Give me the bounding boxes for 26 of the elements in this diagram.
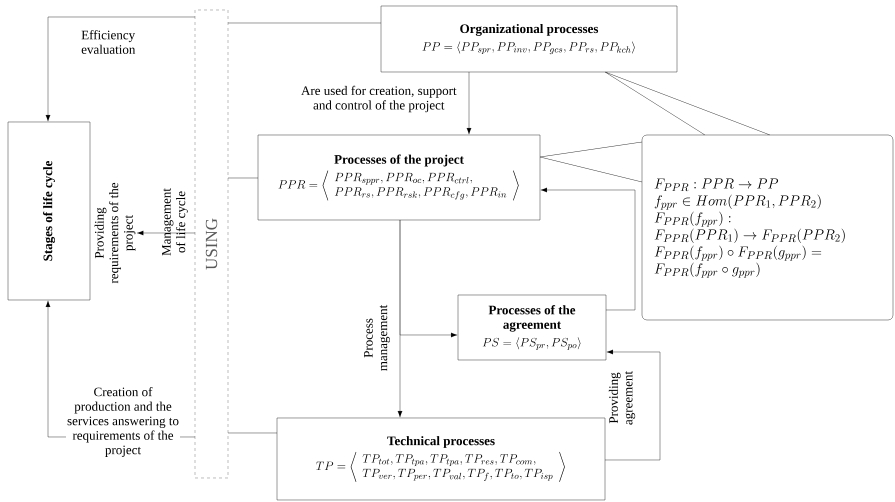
connector-line — [604, 72, 706, 136]
formula-box: $\begin{array}{l} F_{PPR} : PPR \to PP \\ f_{ppr} \in Hom(PPR_1, PPR_2) \\ F_{PPR}(f_{ppr}) : \\ F_{PPR}(PPR_1) \to F_{PPR}(PPR_2) \\ F_{PPR}(f_{ppr}) \circ F_{PPR}(g_{ppr}) = \\ F_{PPR}(f_{ppr} \circ g_{ppr}) \end{array}$ — [642, 134, 894, 320]
process-box: Processes of the project $PPR = \left\langle \begin{array}{l} PPR_{sppr}, PPR_{oc}, PPR_{ctrl}, \\ PPR_{rs}, PPR_{rsk}, PPR_{cfg}, PPR_{in} \end{array} \right\rangle$ — [258, 134, 540, 220]
edge-label: Are used for creation, support and control of the project — [301, 86, 457, 112]
connector-line — [540, 142, 642, 158]
process-box: Technical processes $TP = \left\langle \begin{array}{l} TP_{tot}, TP_{tpa}, TP_{tpa}, TP_{res}, TP_{com}, \\ TP_{ver}, TP_{per}, TP_{val}, TP_{f}, TP_{to}, TP_{isp} \end{array} \right\rangle$ — [276, 418, 606, 500]
arrow — [604, 350, 660, 460]
edge-label: Efficiency evaluation — [82, 30, 136, 54]
edge-label: Management of life cycle — [162, 188, 188, 256]
process-box: Processes of the agreement $PS = \left\langle PS_{pr}, PS_{po} \right\rangle$ — [458, 294, 606, 360]
connector-line — [228, 22, 382, 24]
annotation-text: Providing requirements of the project — [94, 182, 136, 284]
connector-line — [228, 432, 278, 434]
arrow — [466, 72, 472, 134]
edge-label: Process management — [364, 304, 390, 371]
stage-box: Stages of life cycle — [8, 122, 90, 300]
process-box: Organizational processes $PP = \left\langle PP_{spr}, PP_{inv}, PP_{gcs}, PP_{rs}, PP_{kch} \right\rangle$ — [380, 6, 678, 72]
edge-label: Providing agreement — [608, 371, 636, 425]
arrow — [137, 230, 196, 236]
arrow — [400, 220, 458, 338]
dashed-box: USING — [194, 10, 228, 478]
edge-label: Creation of production and the services answering to requirements of the project — [66, 386, 180, 458]
connector-line — [540, 156, 642, 182]
arrow — [46, 16, 196, 122]
connector-line — [604, 72, 770, 136]
arrow — [540, 188, 636, 310]
